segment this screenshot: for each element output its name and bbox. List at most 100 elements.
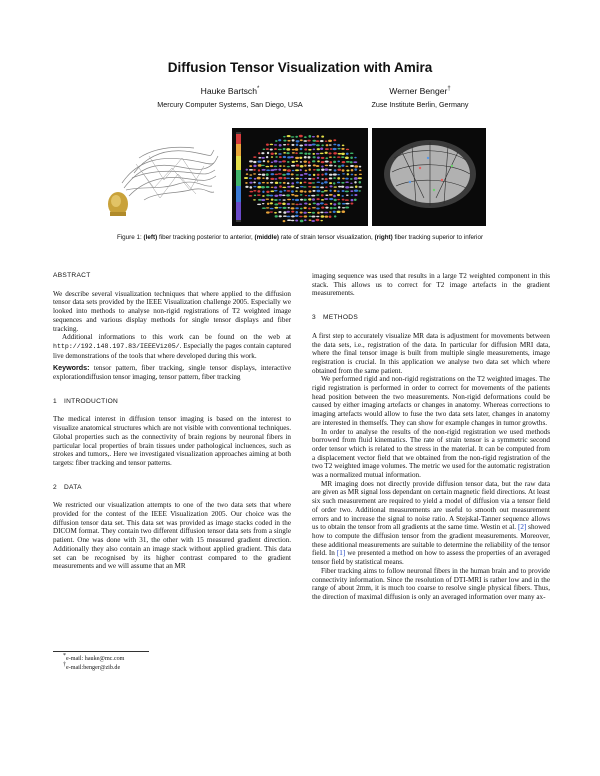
tensor-glyph [266, 151, 270, 155]
figure-caption: Figure 1: (left) fiber tracking posterio… [116, 234, 484, 241]
tensor-glyph [299, 169, 302, 172]
tensor-glyph [291, 169, 295, 172]
tensor-glyph [262, 190, 265, 193]
tensor-glyph [345, 165, 349, 168]
tensor-glyph [295, 210, 299, 214]
tensor-glyph [299, 147, 303, 151]
tensor-glyph [324, 215, 329, 218]
tensor-glyph [282, 173, 286, 176]
tensor-glyph [257, 173, 262, 176]
tensor-glyph [304, 177, 308, 180]
tensor-glyph [324, 181, 328, 184]
tensor-glyph [312, 164, 316, 167]
tensor-glyph [282, 186, 287, 189]
tensor-glyph [316, 207, 320, 210]
tensor-glyph [278, 176, 283, 180]
tensor-glyph [315, 140, 320, 143]
tensor-glyph [353, 161, 358, 164]
tensor-glyph [299, 211, 303, 214]
tensor-glyph [354, 174, 357, 176]
tensor-glyph [307, 164, 311, 167]
tensor-glyph [249, 186, 253, 189]
tensor-glyph [270, 152, 274, 155]
tensor-glyph [308, 173, 312, 176]
tensor-glyph [290, 164, 296, 167]
tensor-glyph [299, 219, 304, 223]
tensor-glyph [312, 148, 316, 151]
tensor-glyph [294, 214, 299, 218]
tensor-glyph [311, 198, 316, 201]
tensor-glyph [295, 143, 299, 147]
tensor-glyph [304, 148, 308, 151]
tensor-glyph [278, 215, 282, 218]
tensor-glyph [333, 156, 336, 159]
tensor-glyph [308, 190, 312, 193]
tensor-glyph [304, 152, 308, 155]
tensor-glyph [262, 195, 265, 197]
tensor-glyph [278, 193, 283, 197]
tensor-glyph [354, 185, 358, 188]
tensor-glyph [336, 156, 341, 158]
tensor-glyph [249, 190, 254, 193]
tensor-glyph [287, 185, 291, 188]
tensor-glyph [278, 206, 282, 209]
tensor-glyph [316, 135, 320, 138]
tensor-glyph [298, 203, 303, 205]
tensor-glyph [253, 181, 256, 184]
tensor-glyph [283, 139, 287, 142]
tensor-glyph [290, 219, 295, 222]
tensor-glyph [320, 194, 324, 197]
tensor-glyph [270, 173, 275, 176]
methods-paragraph: We performed rigid and non-rigid registr… [312, 375, 550, 427]
tensor-glyph [354, 193, 358, 197]
tensor-glyph [324, 198, 329, 200]
tensor-glyph [353, 198, 357, 201]
tensor-glyph [337, 147, 341, 150]
tensor-glyph [307, 194, 311, 197]
tensor-glyph [336, 193, 341, 197]
tensor-glyph [253, 164, 257, 168]
tensor-glyph [282, 215, 287, 217]
tensor-glyph [341, 164, 345, 167]
tensor-glyph [299, 215, 303, 218]
tensor-glyph [299, 144, 304, 147]
tensor-glyph [277, 202, 282, 205]
tensor-glyph [358, 186, 363, 188]
tensor-glyph [345, 160, 350, 163]
tensor-glyph [290, 156, 294, 159]
tensor-glyph [282, 206, 287, 209]
tensor-glyph [283, 189, 287, 192]
tensor-glyph [337, 144, 341, 147]
tensor-glyph [324, 148, 329, 151]
tensor-glyph [291, 190, 294, 193]
tensor-glyph [308, 185, 312, 188]
tensor-glyph [324, 140, 328, 142]
citation-link[interactable]: [1] [336, 549, 346, 558]
footnotes: *e-mail: hauke@mc.com †e-mail:benger@zib… [63, 653, 124, 673]
tensor-glyph [341, 185, 345, 188]
tensor-glyph [344, 199, 349, 201]
tensor-glyph [265, 176, 269, 180]
tensor-glyph [341, 144, 345, 147]
tensor-glyph [308, 143, 313, 147]
tensor-glyph [274, 173, 278, 176]
tensor-glyph [274, 203, 279, 206]
tensor-glyph [308, 168, 311, 171]
tensor-glyph [265, 143, 269, 146]
tensor-glyph [321, 178, 324, 180]
tensor-glyph [328, 152, 332, 155]
tensor-glyph [269, 194, 274, 197]
tensor-glyph [328, 173, 333, 176]
tensor-glyph [294, 194, 299, 197]
tensor-glyph [291, 139, 295, 142]
tensor-glyph [295, 169, 300, 172]
tensor-glyph [308, 215, 312, 218]
tensor-glyph [257, 185, 262, 189]
tensor-glyph [350, 156, 353, 160]
tensor-glyph [350, 173, 354, 176]
tensor-glyph [253, 189, 257, 192]
tensor-glyph [333, 169, 337, 172]
citation-link[interactable]: [2] [517, 523, 527, 532]
tensor-glyph [328, 164, 333, 167]
tensor-glyph [269, 148, 273, 151]
